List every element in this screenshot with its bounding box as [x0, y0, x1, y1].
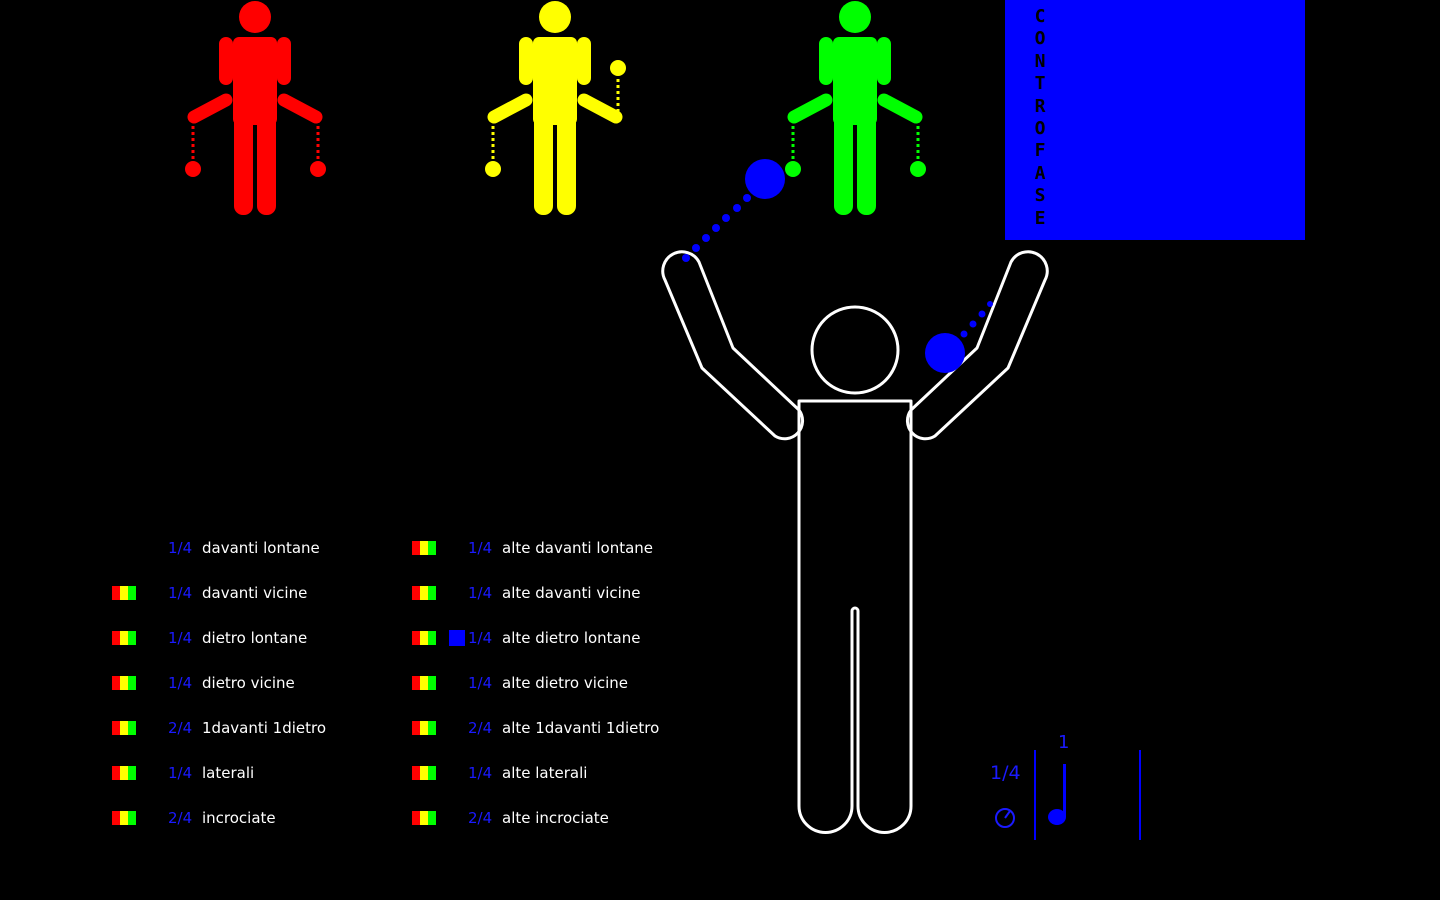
- banner-letter: R: [1034, 95, 1046, 117]
- pattern-item-incrociate[interactable]: 2/4 incrociate: [0, 806, 400, 830]
- green-figure[interactable]: [785, 1, 926, 215]
- pattern-fraction: 2/4: [168, 809, 193, 827]
- red-figure[interactable]: [185, 1, 326, 215]
- banner-letter: A: [1034, 162, 1046, 184]
- banner-letters: C O N T R O F A S E: [1030, 6, 1050, 230]
- color-swatch[interactable]: [112, 676, 136, 690]
- blue-ball-right[interactable]: [925, 301, 993, 373]
- pattern-item-laterali[interactable]: 1/4 laterali: [0, 761, 400, 785]
- pattern-fraction: 2/4: [168, 719, 193, 737]
- pattern-label: davanti lontane: [202, 539, 320, 557]
- pattern-label: incrociate: [202, 809, 276, 827]
- pattern-label: 1davanti 1dietro: [202, 719, 327, 737]
- pattern-fraction: 1/4: [168, 764, 193, 782]
- tempo-fraction: 1/4: [990, 762, 1021, 784]
- pattern-fraction: 1/4: [168, 674, 193, 692]
- metronome-icon[interactable]: [995, 808, 1015, 828]
- main-figure: [661, 250, 1049, 834]
- banner-letter: T: [1034, 73, 1046, 95]
- pattern-item-1davanti-1dietro[interactable]: 2/4 1davanti 1dietro: [0, 716, 400, 740]
- blue-ball-left[interactable]: [682, 159, 785, 262]
- quarter-note-icon: [1048, 764, 1066, 825]
- pattern-item-dietro-lontane[interactable]: 1/4 dietro lontane: [0, 626, 400, 650]
- banner-letter: O: [1034, 118, 1046, 140]
- banner-letter: C: [1034, 6, 1046, 27]
- pattern-label: davanti vicine: [202, 584, 308, 602]
- banner-letter: N: [1034, 50, 1046, 72]
- color-swatch[interactable]: [112, 811, 136, 825]
- banner-letter: E: [1034, 207, 1046, 229]
- pattern-fraction: 1/4: [168, 539, 193, 557]
- banner-letter: O: [1034, 28, 1046, 50]
- pattern-fraction: 1/4: [168, 584, 193, 602]
- pattern-item-davanti-vicine[interactable]: 1/4 davanti vicine: [0, 581, 400, 605]
- controfase-banner[interactable]: C O N T R O F A S E: [1005, 0, 1305, 240]
- color-swatch[interactable]: [112, 766, 136, 780]
- pattern-label: laterali: [202, 764, 255, 782]
- pattern-label: dietro vicine: [202, 674, 295, 692]
- yellow-figure[interactable]: [485, 1, 626, 215]
- color-swatch[interactable]: [112, 586, 136, 600]
- color-swatch[interactable]: [112, 721, 136, 735]
- pattern-fraction: 1/4: [168, 629, 193, 647]
- banner-letter: S: [1034, 185, 1046, 207]
- pattern-label: dietro lontane: [202, 629, 308, 647]
- color-swatch[interactable]: [112, 631, 136, 645]
- banner-letter: F: [1034, 140, 1046, 162]
- pattern-item-davanti-lontane[interactable]: 1/4 davanti lontane: [0, 536, 400, 560]
- pattern-item-dietro-vicine[interactable]: 1/4 dietro vicine: [0, 671, 400, 695]
- beat-number: 1: [1058, 732, 1070, 753]
